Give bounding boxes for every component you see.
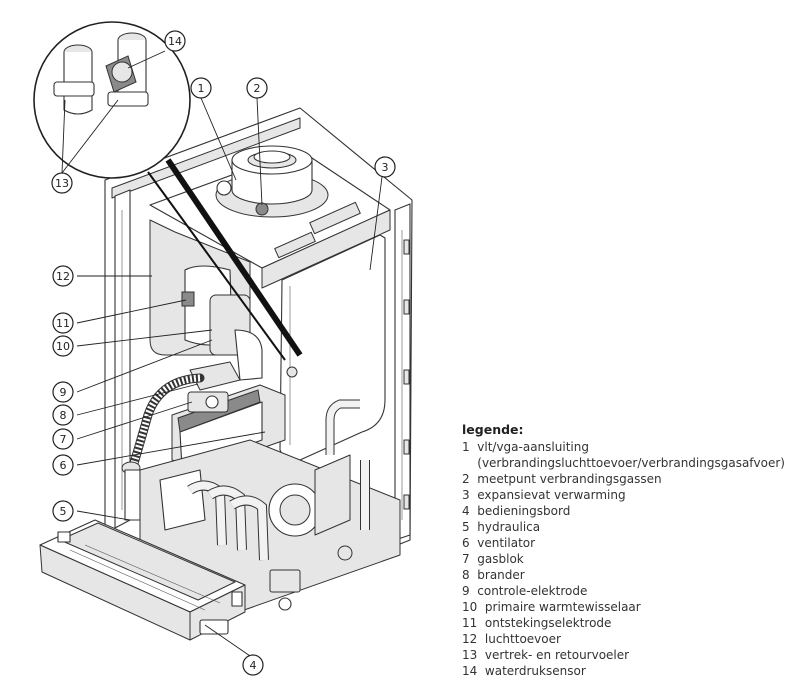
legend: legende: 1 vlt/vga-aansluiting (verbrand… — [462, 422, 798, 679]
svg-text:11: 11 — [56, 317, 70, 330]
legend-item: 2 meetpunt verbrandingsgassen — [462, 472, 662, 486]
legend-item: 8 brander — [462, 568, 525, 582]
svg-text:2: 2 — [254, 82, 261, 95]
legend-item: 1 vlt/vga-aansluiting — [462, 440, 589, 454]
svg-text:1: 1 — [198, 82, 205, 95]
svg-text:12: 12 — [56, 270, 70, 283]
svg-text:9: 9 — [60, 386, 67, 399]
callout-9: 9 — [52, 381, 74, 403]
legend-item: 7 gasblok — [462, 552, 524, 566]
svg-text:4: 4 — [250, 659, 257, 672]
callout-7: 7 — [52, 428, 74, 450]
svg-text:7: 7 — [60, 433, 67, 446]
svg-text:3: 3 — [382, 161, 389, 174]
callout-11: 11 — [52, 312, 74, 334]
callout-4: 4 — [242, 654, 264, 676]
legend-item: 6 ventilator — [462, 536, 536, 550]
svg-text:6: 6 — [60, 459, 67, 472]
callout-1: 1 — [190, 77, 212, 99]
flex-hose — [121, 373, 205, 521]
svg-text:5: 5 — [60, 505, 67, 518]
svg-text:10: 10 — [56, 340, 70, 353]
svg-text:14: 14 — [168, 35, 182, 48]
legend-item: 4 bedieningsbord — [462, 504, 571, 518]
legend-title: legende: — [462, 422, 524, 437]
legend-item: 5 hydraulica — [462, 520, 541, 534]
legend-list: 1 vlt/vga-aansluiting (verbrandingslucht… — [462, 439, 798, 679]
svg-text:8: 8 — [60, 409, 67, 422]
callout-10: 10 — [52, 335, 74, 357]
callout-14: 14 — [164, 30, 186, 52]
legend-item: 14 waterdruksensor — [462, 664, 586, 678]
callout-3: 3 — [374, 156, 396, 178]
callout-8: 8 — [52, 404, 74, 426]
legend-item: 9 controle-elektrode — [462, 584, 588, 598]
legend-item: 11 ontstekingselektrode — [462, 616, 612, 630]
leader-lines — [61, 50, 383, 659]
callout-5: 5 — [52, 500, 74, 522]
control-panel — [39, 519, 246, 641]
legend-item: 13 vertrek- en retourvoeler — [462, 648, 630, 662]
legend-item: 3 expansievat verwarming — [462, 488, 626, 502]
callout-12: 12 — [52, 265, 74, 287]
legend-item: 10 primaire warmtewisselaar — [462, 600, 641, 614]
legend-item: (verbrandingsluchttoevoer/verbrandingsga… — [462, 456, 785, 470]
svg-text:13: 13 — [55, 177, 69, 190]
legend-item: 12 luchttoevoer — [462, 632, 561, 646]
callout-2: 2 — [246, 77, 268, 99]
callout-6: 6 — [52, 454, 74, 476]
callout-13: 13 — [51, 172, 73, 194]
detail-zoom — [33, 21, 303, 361]
heat-exchanger — [149, 219, 263, 381]
